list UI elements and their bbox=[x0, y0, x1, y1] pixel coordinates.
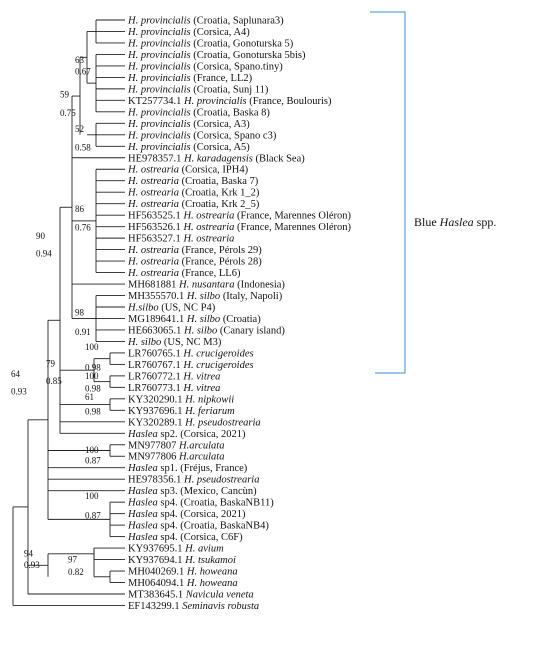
support-value: 100 bbox=[85, 371, 99, 381]
taxon-label: H. provincialis (Croatia, Sunj 11) bbox=[127, 84, 269, 95]
taxon-label: HF563527.1 H. ostrearia bbox=[128, 234, 234, 245]
taxon-label: Haslea sp2. (Corsica, 2021) bbox=[127, 429, 246, 440]
taxon-label: H. provincialis (Corsica, A3) bbox=[127, 119, 250, 130]
taxon-label: LR760772.1 H. vitrea bbox=[128, 371, 220, 382]
support-value: 0.91 bbox=[75, 327, 91, 337]
support-value: 63 bbox=[75, 55, 85, 65]
support-value: 61 bbox=[85, 392, 94, 402]
taxon-label: H.silbo (US, NC P4) bbox=[127, 303, 216, 314]
support-value: 0.98 bbox=[85, 406, 101, 416]
taxon-label: H. ostrearia (France, LL6) bbox=[127, 268, 241, 279]
taxon-label: H. provincialis (Croatia, Gonoturska 5) bbox=[127, 38, 294, 49]
taxon-label: MT383645.1 Navicula veneta bbox=[128, 590, 254, 601]
taxon-label: H. provincialis (Corsica, A4) bbox=[127, 27, 250, 38]
taxon-label: H. provincialis (Croatia, Saplunara3) bbox=[127, 16, 284, 27]
support-value: 90 bbox=[36, 231, 46, 241]
taxon-label: H. provincialis (Corsica, Spano c3) bbox=[127, 130, 277, 141]
taxon-label: LR760773.1 H. vitrea bbox=[128, 383, 220, 394]
support-value: 97 bbox=[68, 555, 78, 565]
support-value: 52 bbox=[75, 124, 84, 134]
taxon-label: LR760767.1 H. crucigeroides bbox=[128, 360, 254, 371]
support-value: 64 bbox=[11, 369, 21, 379]
taxon-label: MH355570.1 H. silbo (Italy, Napoli) bbox=[128, 291, 283, 302]
support-value: 0.94 bbox=[36, 249, 52, 259]
taxon-label: H. ostrearia (Croatia, Krk 2_5) bbox=[127, 199, 260, 210]
taxon-label: H. provincialis (France, LL2) bbox=[127, 73, 253, 84]
taxon-label: H. provincialis (Croatia, Gonoturska 5bi… bbox=[127, 50, 306, 61]
taxon-label: Haslea sp4. (Corsica, 2021) bbox=[127, 509, 246, 520]
taxon-label: MH064094.1 H. howeana bbox=[128, 578, 238, 589]
support-value: 59 bbox=[60, 89, 70, 99]
taxon-label: MG189641.1 H. silbo (Croatia) bbox=[128, 314, 261, 325]
taxon-label: H. provincialis (Corsica, Spano.tiny) bbox=[127, 61, 283, 72]
taxon-label: Haslea sp3. (Mexico, Cancùn) bbox=[127, 486, 257, 497]
support-value: 94 bbox=[24, 549, 34, 559]
taxon-label: HE978357.1 H. karadagensis (Black Sea) bbox=[128, 153, 305, 164]
taxon-label: H. silbo (US, NC M3) bbox=[127, 337, 222, 348]
taxon-label: H. ostrearia (Croatia, Krk 1_2) bbox=[127, 188, 260, 199]
taxon-label: EF143299.1 Seminavis robusta bbox=[128, 601, 259, 612]
taxon-label: LR760765.1 H. crucigeroides bbox=[128, 348, 254, 359]
taxon-label: MH681881 H. nusantara (Indonesia) bbox=[128, 280, 285, 291]
taxon-label: H. provincialis (Corsica, A5) bbox=[127, 142, 250, 153]
support-value: 0.70 bbox=[0, 0, 4, 2]
taxon-label: HE663065.1 H. silbo (Canary island) bbox=[128, 325, 285, 336]
support-value: 0.87 bbox=[85, 511, 101, 521]
taxon-label: HF563526.1 H. ostrearia (France, Marenne… bbox=[128, 222, 352, 233]
taxon-label: H. ostrearia (Croatia, Baska 7) bbox=[127, 176, 259, 187]
taxon-label: HE978356.1 H. pseudostrearia bbox=[128, 475, 259, 486]
taxon-label: KT257734.1 H. provincialis (France, Boul… bbox=[128, 96, 332, 107]
taxon-label: MN977807 H.arculata bbox=[128, 440, 224, 451]
support-value: 0.85 bbox=[46, 376, 62, 386]
taxon-label: Haslea sp1. (Fréjus, France) bbox=[127, 463, 248, 474]
support-value: 86 bbox=[75, 204, 85, 214]
blue-haslea-bracket bbox=[370, 11, 406, 374]
support-value: 100 bbox=[85, 445, 99, 455]
support-value: 0.93 bbox=[11, 386, 27, 396]
support-value: 100 bbox=[85, 342, 99, 352]
taxon-label: Haslea sp4. (Corsica, C6F) bbox=[127, 532, 243, 543]
taxon-label: KY937695.1 H. avium bbox=[128, 544, 224, 555]
taxon-label: H. provincialis (Croatia, Baska 8) bbox=[127, 107, 270, 118]
taxon-label: Haslea sp4. (Croatia, BaskaNB11) bbox=[127, 498, 274, 509]
support-value: 79 bbox=[46, 358, 56, 368]
support-value: 0.98 bbox=[85, 362, 101, 372]
support-value: 0.67 bbox=[75, 66, 91, 76]
support-value: 0.76 bbox=[75, 223, 91, 233]
taxon-label: MN977806 H.arculata bbox=[128, 452, 224, 463]
support-value: 0.75 bbox=[60, 108, 76, 118]
support-value: 0.93 bbox=[24, 560, 40, 570]
blue-haslea-label: Blue Haslea spp. bbox=[414, 215, 496, 229]
taxon-label: H. ostrearia (France, Pérols 29) bbox=[127, 245, 262, 256]
support-value: 0.98 bbox=[85, 383, 101, 393]
support-value: 98 bbox=[75, 307, 85, 317]
taxon-label: KY937696.1 H. feriarum bbox=[128, 406, 235, 417]
support-value: 0.58 bbox=[75, 142, 91, 152]
support-value: 0.82 bbox=[68, 567, 84, 577]
taxon-label: MH040269.1 H. howeana bbox=[128, 567, 238, 578]
taxon-label: HF563525.1 H. ostrearia (France, Marenne… bbox=[128, 211, 352, 222]
taxon-label: H. ostrearia (France, Pérols 28) bbox=[127, 257, 262, 268]
taxon-label: KY320290.1 H. nipkowii bbox=[128, 394, 234, 405]
support-value: 100 bbox=[85, 491, 99, 501]
taxon-label: H. ostrearia (Corsica, IPH4) bbox=[127, 165, 249, 176]
taxon-label: KY320289.1 H. pseudostrearia bbox=[128, 417, 261, 428]
support-value: 0.87 bbox=[85, 456, 101, 466]
taxon-label: Haslea sp4. (Croatia, BaskaNB4) bbox=[127, 521, 269, 532]
taxon-label: KY937694.1 H. tsukamoi bbox=[128, 555, 236, 566]
